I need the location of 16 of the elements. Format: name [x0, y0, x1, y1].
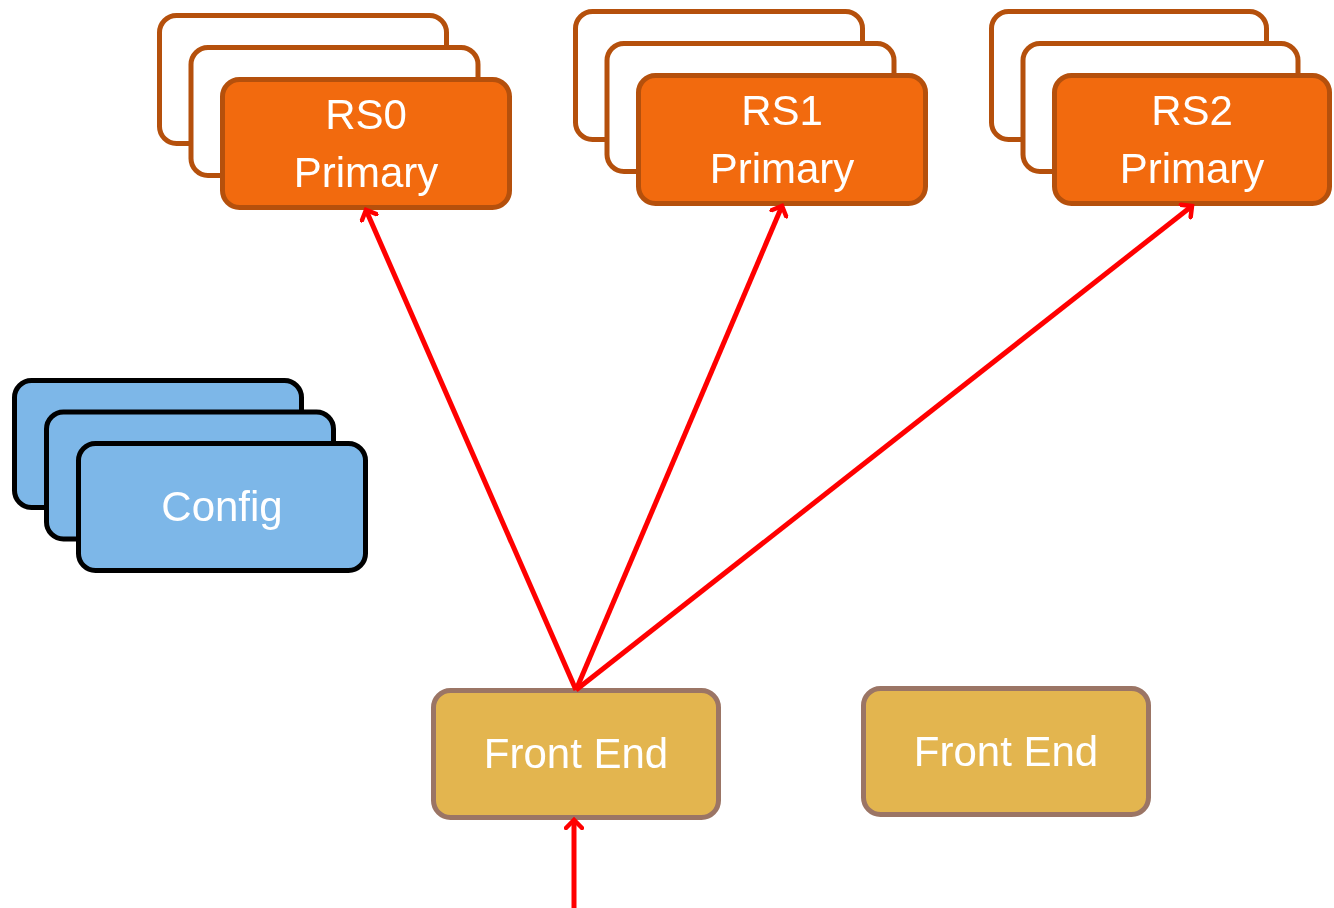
stacked-primary-box [573, 9, 928, 206]
arrow [563, 817, 585, 908]
stacked-config-box [12, 378, 368, 573]
box-label: RS1 Primary [708, 85, 856, 194]
arrow [573, 203, 789, 691]
stacked-primary-box [157, 13, 512, 210]
arrow [359, 207, 579, 691]
box-label: Config [161, 482, 283, 532]
arrow [574, 202, 1195, 692]
box-label: RS0 Primary [292, 89, 440, 198]
box-label: RS2 Primary [1118, 85, 1266, 194]
box-label: Front End [913, 726, 1099, 777]
front-end-box [861, 686, 1151, 817]
stacked-primary-box [989, 9, 1332, 206]
front-end-box [431, 688, 721, 820]
box-label: Front End [483, 729, 669, 779]
